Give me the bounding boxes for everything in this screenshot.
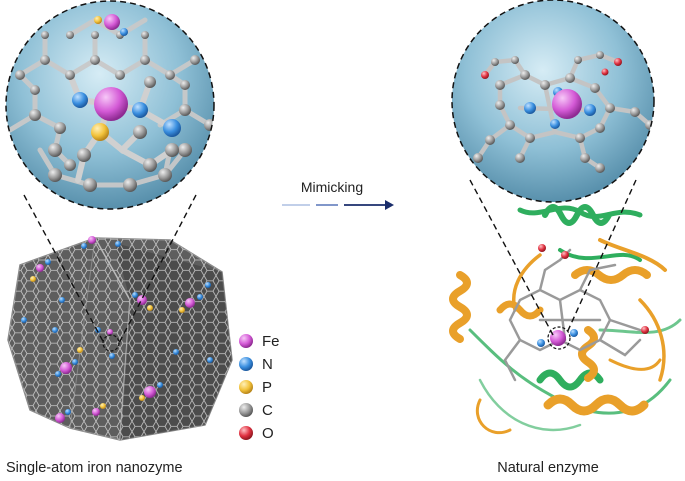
legend-item-o: O (239, 425, 274, 442)
fe-swatch-icon (239, 334, 253, 348)
nanozyme-particle (7, 236, 233, 441)
surface-atoms (21, 236, 213, 423)
c-swatch-icon (239, 403, 253, 417)
caption-left: Single-atom iron nanozyme (6, 460, 183, 476)
legend-label-p: P (262, 379, 272, 396)
p-swatch-icon (239, 380, 253, 394)
o-swatch-icon (239, 426, 253, 440)
n-swatch-icon (239, 357, 253, 371)
active-site-circle (547, 326, 571, 350)
legend-item-p: P (239, 379, 272, 396)
legend-label-fe: Fe (262, 333, 280, 350)
legend-item-n: N (239, 356, 273, 373)
legend-item-c: C (239, 402, 273, 419)
enzyme-zoom-bubble (451, 0, 655, 203)
nanozyme-zoom-bubble (5, 0, 215, 210)
legend-item-fe: Fe (239, 333, 280, 350)
highlighted-site-circle (102, 334, 120, 352)
legend-label-c: C (262, 402, 273, 419)
zoom-lines-right (469, 179, 637, 336)
element-legend: Fe N P C O (239, 333, 280, 442)
caption-right: Natural enzyme (497, 460, 599, 476)
enzyme-structure (449, 204, 682, 435)
zoom-lines-left (23, 194, 197, 346)
mimicking-arrow (282, 200, 394, 210)
legend-label-n: N (262, 356, 273, 373)
arrow-label: Mimicking (301, 179, 363, 195)
legend-label-o: O (262, 425, 274, 442)
arrow-head-icon (385, 200, 394, 210)
